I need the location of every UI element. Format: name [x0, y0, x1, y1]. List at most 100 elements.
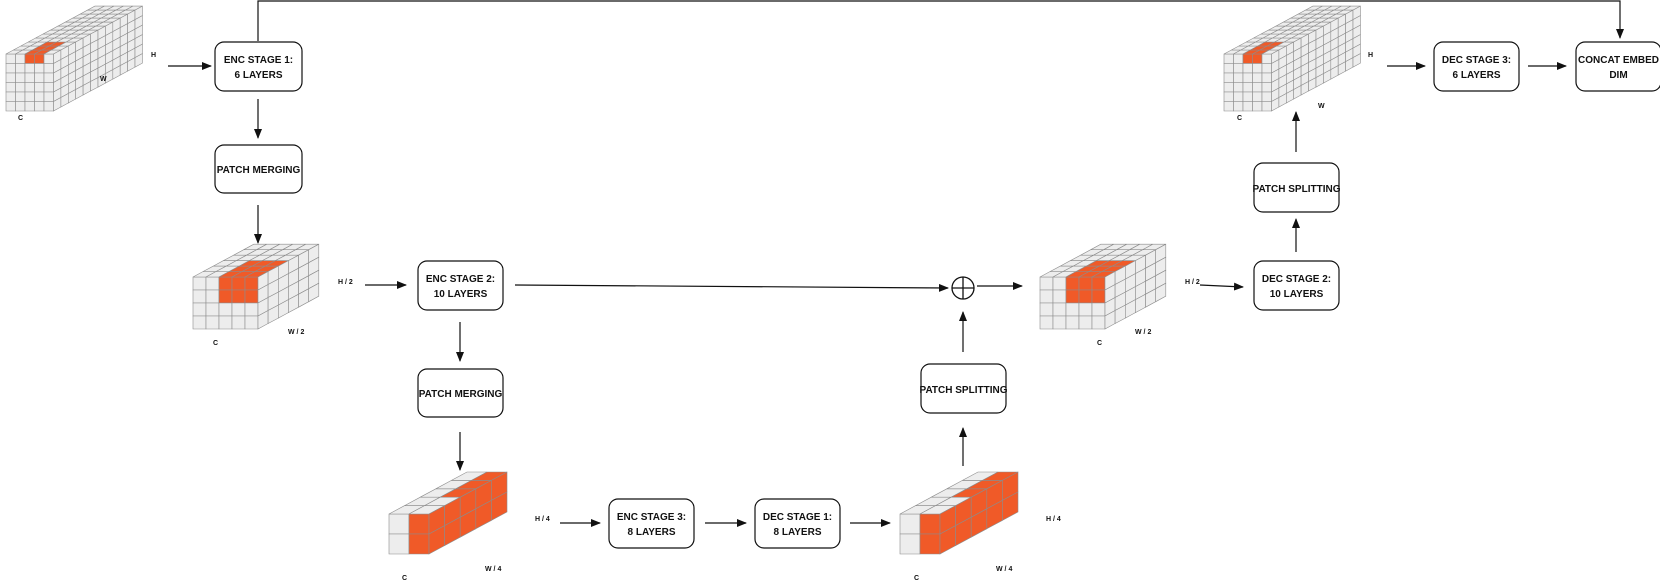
tensor-cell	[1091, 315, 1106, 330]
dec-stage-2-layers: 10 LAYERS	[1270, 289, 1324, 300]
tensor-cell	[1052, 315, 1067, 330]
tensor-cell	[15, 63, 26, 74]
tensor-cell	[1065, 276, 1080, 291]
tensor-cell	[15, 101, 26, 112]
tensor-cell	[1052, 276, 1067, 291]
output-w-label: W	[1318, 103, 1325, 110]
patch-merging-2-label: PATCH MERGING	[419, 389, 503, 400]
output-dim-labels: H W C	[1237, 52, 1373, 122]
tensor-cell	[1252, 101, 1263, 112]
tensor-cell	[408, 513, 430, 535]
tensor-cell	[218, 276, 233, 291]
tensor-cell	[1052, 302, 1067, 317]
tensor-cell	[1261, 63, 1272, 74]
patch-merging-2-box: PATCH MERGING	[417, 368, 504, 418]
tensor-cell	[231, 315, 246, 330]
dec-quarter-tensor-cube	[899, 471, 1019, 555]
tensor-cell	[1233, 63, 1244, 74]
tensor-cell	[1252, 91, 1263, 102]
output-tensor-cube	[1223, 5, 1361, 112]
tensor-cell	[1223, 72, 1234, 83]
tensor-cell	[43, 91, 54, 102]
patch-splitting-2-label: PATCH SPLITTING	[1253, 184, 1341, 195]
tensor-cell	[15, 91, 26, 102]
tensor-cell	[1233, 72, 1244, 83]
arrow-skip-enc1-to-concat	[257, 0, 1624, 41]
tensor-cell	[5, 91, 16, 102]
tensor-cell	[34, 63, 45, 74]
dec-stage-1-title: DEC STAGE 1:	[763, 512, 832, 523]
tensor-cell	[1002, 491, 1019, 521]
enc-half-dim-labels: H / 2 W / 2 C	[213, 279, 353, 347]
sum-operator	[951, 276, 975, 300]
tensor-cell	[1223, 101, 1234, 112]
dec-half-dim-labels: H / 2 W / 2 C	[1097, 279, 1200, 347]
tensor-cell	[205, 276, 220, 291]
tensor-cell	[1223, 53, 1234, 64]
enc-stage-2-title: ENC STAGE 2:	[426, 274, 495, 285]
tensor-cell	[244, 289, 259, 304]
tensor-cell	[5, 82, 16, 93]
enc-quarter-tensor-cube	[388, 471, 508, 555]
concat-embed-dim: DIM	[1609, 70, 1627, 81]
tensor-cell	[1078, 276, 1093, 291]
enc-half-tensor-cube	[192, 243, 320, 330]
input-w-label: W	[100, 76, 107, 83]
tensor-cell	[231, 289, 246, 304]
tensor-cell	[1065, 315, 1080, 330]
tensor-cell	[15, 53, 26, 64]
tensor-cell	[24, 82, 35, 93]
tensor-cell	[1242, 63, 1253, 74]
tensor-cell	[218, 289, 233, 304]
arrow-half-to-dec2	[1199, 282, 1244, 291]
tensor-cell	[43, 53, 54, 64]
tensor-cell	[192, 302, 207, 317]
enc-stage-3-layers: 8 LAYERS	[628, 527, 676, 538]
enc-quarter-dim-labels: H / 4 W / 4 C	[402, 516, 550, 582]
tensor-cell	[43, 101, 54, 112]
tensor-cell	[43, 63, 54, 74]
tensor-cell	[205, 289, 220, 304]
tensor-cell	[244, 315, 259, 330]
tensor-cell	[34, 91, 45, 102]
tensor-cell	[24, 53, 35, 64]
output-h-label: H	[1368, 52, 1373, 59]
enc-stage-2-layers: 10 LAYERS	[434, 289, 488, 300]
tensor-cell	[134, 53, 143, 68]
tensor-cell	[1252, 72, 1263, 83]
enc-half-c-label: C	[213, 340, 218, 347]
tensor-cell	[491, 491, 508, 521]
tensor-cell	[5, 101, 16, 112]
tensor-cell	[1223, 82, 1234, 93]
enc-quarter-c-label: C	[402, 575, 407, 582]
tensor-cell	[1039, 315, 1054, 330]
enc-stage-3-title: ENC STAGE 3:	[617, 512, 686, 523]
enc-stage-1-box: ENC STAGE 1: 6 LAYERS	[214, 41, 303, 92]
patch-merging-1-box: PATCH MERGING	[214, 144, 303, 194]
dec-stage-3-box: DEC STAGE 3: 6 LAYERS	[1433, 41, 1520, 92]
tensor-cell	[34, 72, 45, 83]
patch-splitting-2-box: PATCH SPLITTING	[1253, 162, 1341, 213]
concat-embed-title: CONCAT EMBED	[1578, 55, 1659, 66]
tensor-cell	[408, 533, 430, 555]
tensor-cell	[24, 72, 35, 83]
patch-merging-1-label: PATCH MERGING	[217, 165, 301, 176]
tensor-cell	[231, 302, 246, 317]
tensor-cell	[1233, 53, 1244, 64]
tensor-cell	[1261, 53, 1272, 64]
dec-stage-2-title: DEC STAGE 2:	[1262, 274, 1331, 285]
tensor-cell	[43, 82, 54, 93]
tensor-cell	[1078, 315, 1093, 330]
tensor-cell	[919, 513, 941, 535]
tensor-cell	[15, 82, 26, 93]
tensor-cell	[1078, 289, 1093, 304]
tensor-cell	[43, 72, 54, 83]
tensor-cell	[5, 63, 16, 74]
concat-embed-box: CONCAT EMBED DIM	[1575, 41, 1660, 92]
dec-stage-1-layers: 8 LAYERS	[774, 527, 822, 538]
tensor-cell	[1252, 53, 1263, 64]
dec-half-c-label: C	[1097, 340, 1102, 347]
patch-splitting-1-box: PATCH SPLITTING	[920, 363, 1008, 414]
tensor-cell	[1261, 91, 1272, 102]
